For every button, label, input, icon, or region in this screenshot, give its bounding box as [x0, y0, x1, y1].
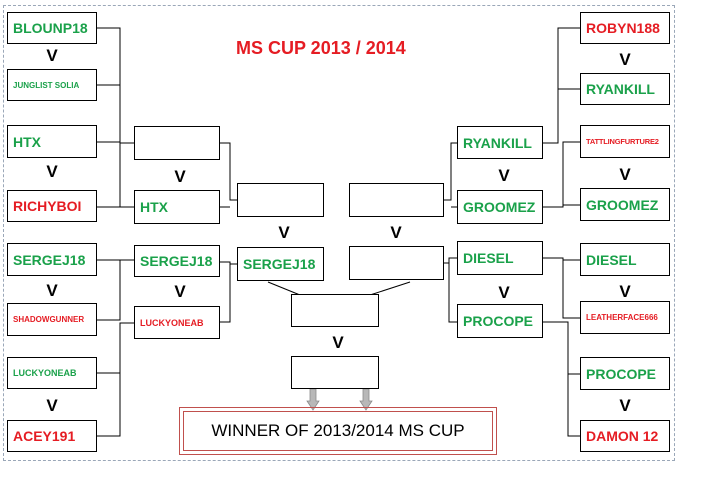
vs-label: V	[46, 396, 58, 415]
vs-label: V	[278, 223, 290, 242]
left-r1-slot-2: JUNGLIST SOLIA	[7, 69, 97, 101]
right-r1-slot-6: LEATHERFACE666	[580, 301, 670, 334]
right-r1-slot-7: PROCOPE	[580, 357, 670, 390]
team-name: RYANKILL	[586, 81, 655, 97]
right-semi-slot-1	[349, 183, 444, 217]
left-r1-slot-8: ACEY191	[7, 420, 97, 452]
left-r1-slot-7: LUCKYONEAB	[7, 357, 97, 389]
right-r1-slot-4: GROOMEZ	[580, 188, 670, 221]
right-r1-slot-3: TATTLINGFURTURE2	[580, 125, 670, 158]
team-name: SHADOWGUNNER	[13, 315, 85, 324]
left-r1-slot-3: HTX	[7, 125, 97, 158]
left-r2-slot-1	[134, 126, 220, 160]
left-r2-slot-3: SERGEJ18	[134, 245, 220, 277]
left-semi-slot-1	[237, 183, 324, 217]
left-r1-slot-5: SERGEJ18	[7, 243, 97, 276]
vs-label: V	[46, 162, 58, 181]
team-name: BLOUNP18	[13, 20, 88, 36]
team-name: SERGEJ18	[243, 256, 316, 272]
vs-label: V	[332, 333, 344, 352]
team-name: ROBYN188	[586, 20, 660, 36]
left-r1-slot-6: SHADOWGUNNER	[7, 303, 97, 336]
left-semi-slot-2: SERGEJ18	[237, 247, 324, 281]
arrow-down-left-icon	[306, 389, 320, 411]
left-r2-slot-2: HTX	[134, 190, 220, 224]
team-name: LUCKYONEAB	[140, 317, 204, 328]
vs-label: V	[174, 282, 186, 301]
team-name: DIESEL	[463, 250, 514, 266]
vs-label: V	[498, 283, 510, 302]
vs-label: V	[619, 165, 631, 184]
right-r1-slot-1: ROBYN188	[580, 12, 670, 44]
vs-label: V	[46, 281, 58, 300]
final-slot-1	[291, 294, 379, 327]
right-r2-slot-3: DIESEL	[457, 241, 543, 275]
vs-label: V	[619, 396, 631, 415]
vs-label: V	[46, 46, 58, 65]
vs-label: V	[619, 50, 631, 69]
team-name: PROCOPE	[586, 365, 657, 382]
team-name: RYANKILL	[463, 134, 532, 151]
left-r1-slot-4: RICHYBOI	[7, 190, 97, 222]
team-name: RICHYBOI	[13, 198, 82, 214]
team-name: SERGEJ18	[140, 253, 213, 269]
vs-label: V	[498, 166, 510, 185]
right-r1-slot-2: RYANKILL	[580, 73, 670, 105]
team-name: DAMON 12	[586, 428, 659, 444]
right-semi-slot-2	[349, 246, 444, 280]
team-name: GROOMEZ	[586, 196, 659, 213]
right-r2-slot-2: GROOMEZ	[457, 190, 543, 224]
team-name: TATTLINGFURTURE2	[586, 137, 659, 146]
team-name: LUCKYONEAB	[13, 368, 77, 378]
team-name: PROCOPE	[463, 313, 534, 329]
right-r2-slot-4: PROCOPE	[457, 304, 543, 338]
right-r1-slot-8: DAMON 12	[580, 420, 670, 452]
team-name: GROOMEZ	[463, 199, 536, 215]
team-name: ACEY191	[13, 428, 76, 444]
final-slot-2	[291, 356, 379, 389]
right-r1-slot-5: DIESEL	[580, 243, 670, 276]
left-r1-slot-1: BLOUNP18	[7, 12, 97, 44]
bracket-frame	[3, 5, 675, 461]
winner-label: WINNER OF 2013/2014 MS CUP	[183, 411, 493, 451]
vs-label: V	[174, 167, 186, 186]
winner-box: WINNER OF 2013/2014 MS CUP	[179, 407, 497, 455]
right-r2-slot-1: RYANKILL	[457, 126, 543, 159]
team-name: LEATHERFACE666	[586, 313, 658, 322]
team-name: JUNGLIST SOLIA	[13, 80, 80, 90]
team-name: HTX	[140, 199, 168, 215]
arrow-down-right-icon	[359, 389, 373, 411]
left-r2-slot-4: LUCKYONEAB	[134, 306, 220, 339]
team-name: DIESEL	[586, 251, 637, 268]
vs-label: V	[390, 223, 402, 242]
page-title: MS CUP 2013 / 2014	[236, 38, 406, 58]
vs-label: V	[619, 282, 631, 301]
team-name: SERGEJ18	[13, 251, 86, 268]
team-name: HTX	[13, 133, 41, 150]
